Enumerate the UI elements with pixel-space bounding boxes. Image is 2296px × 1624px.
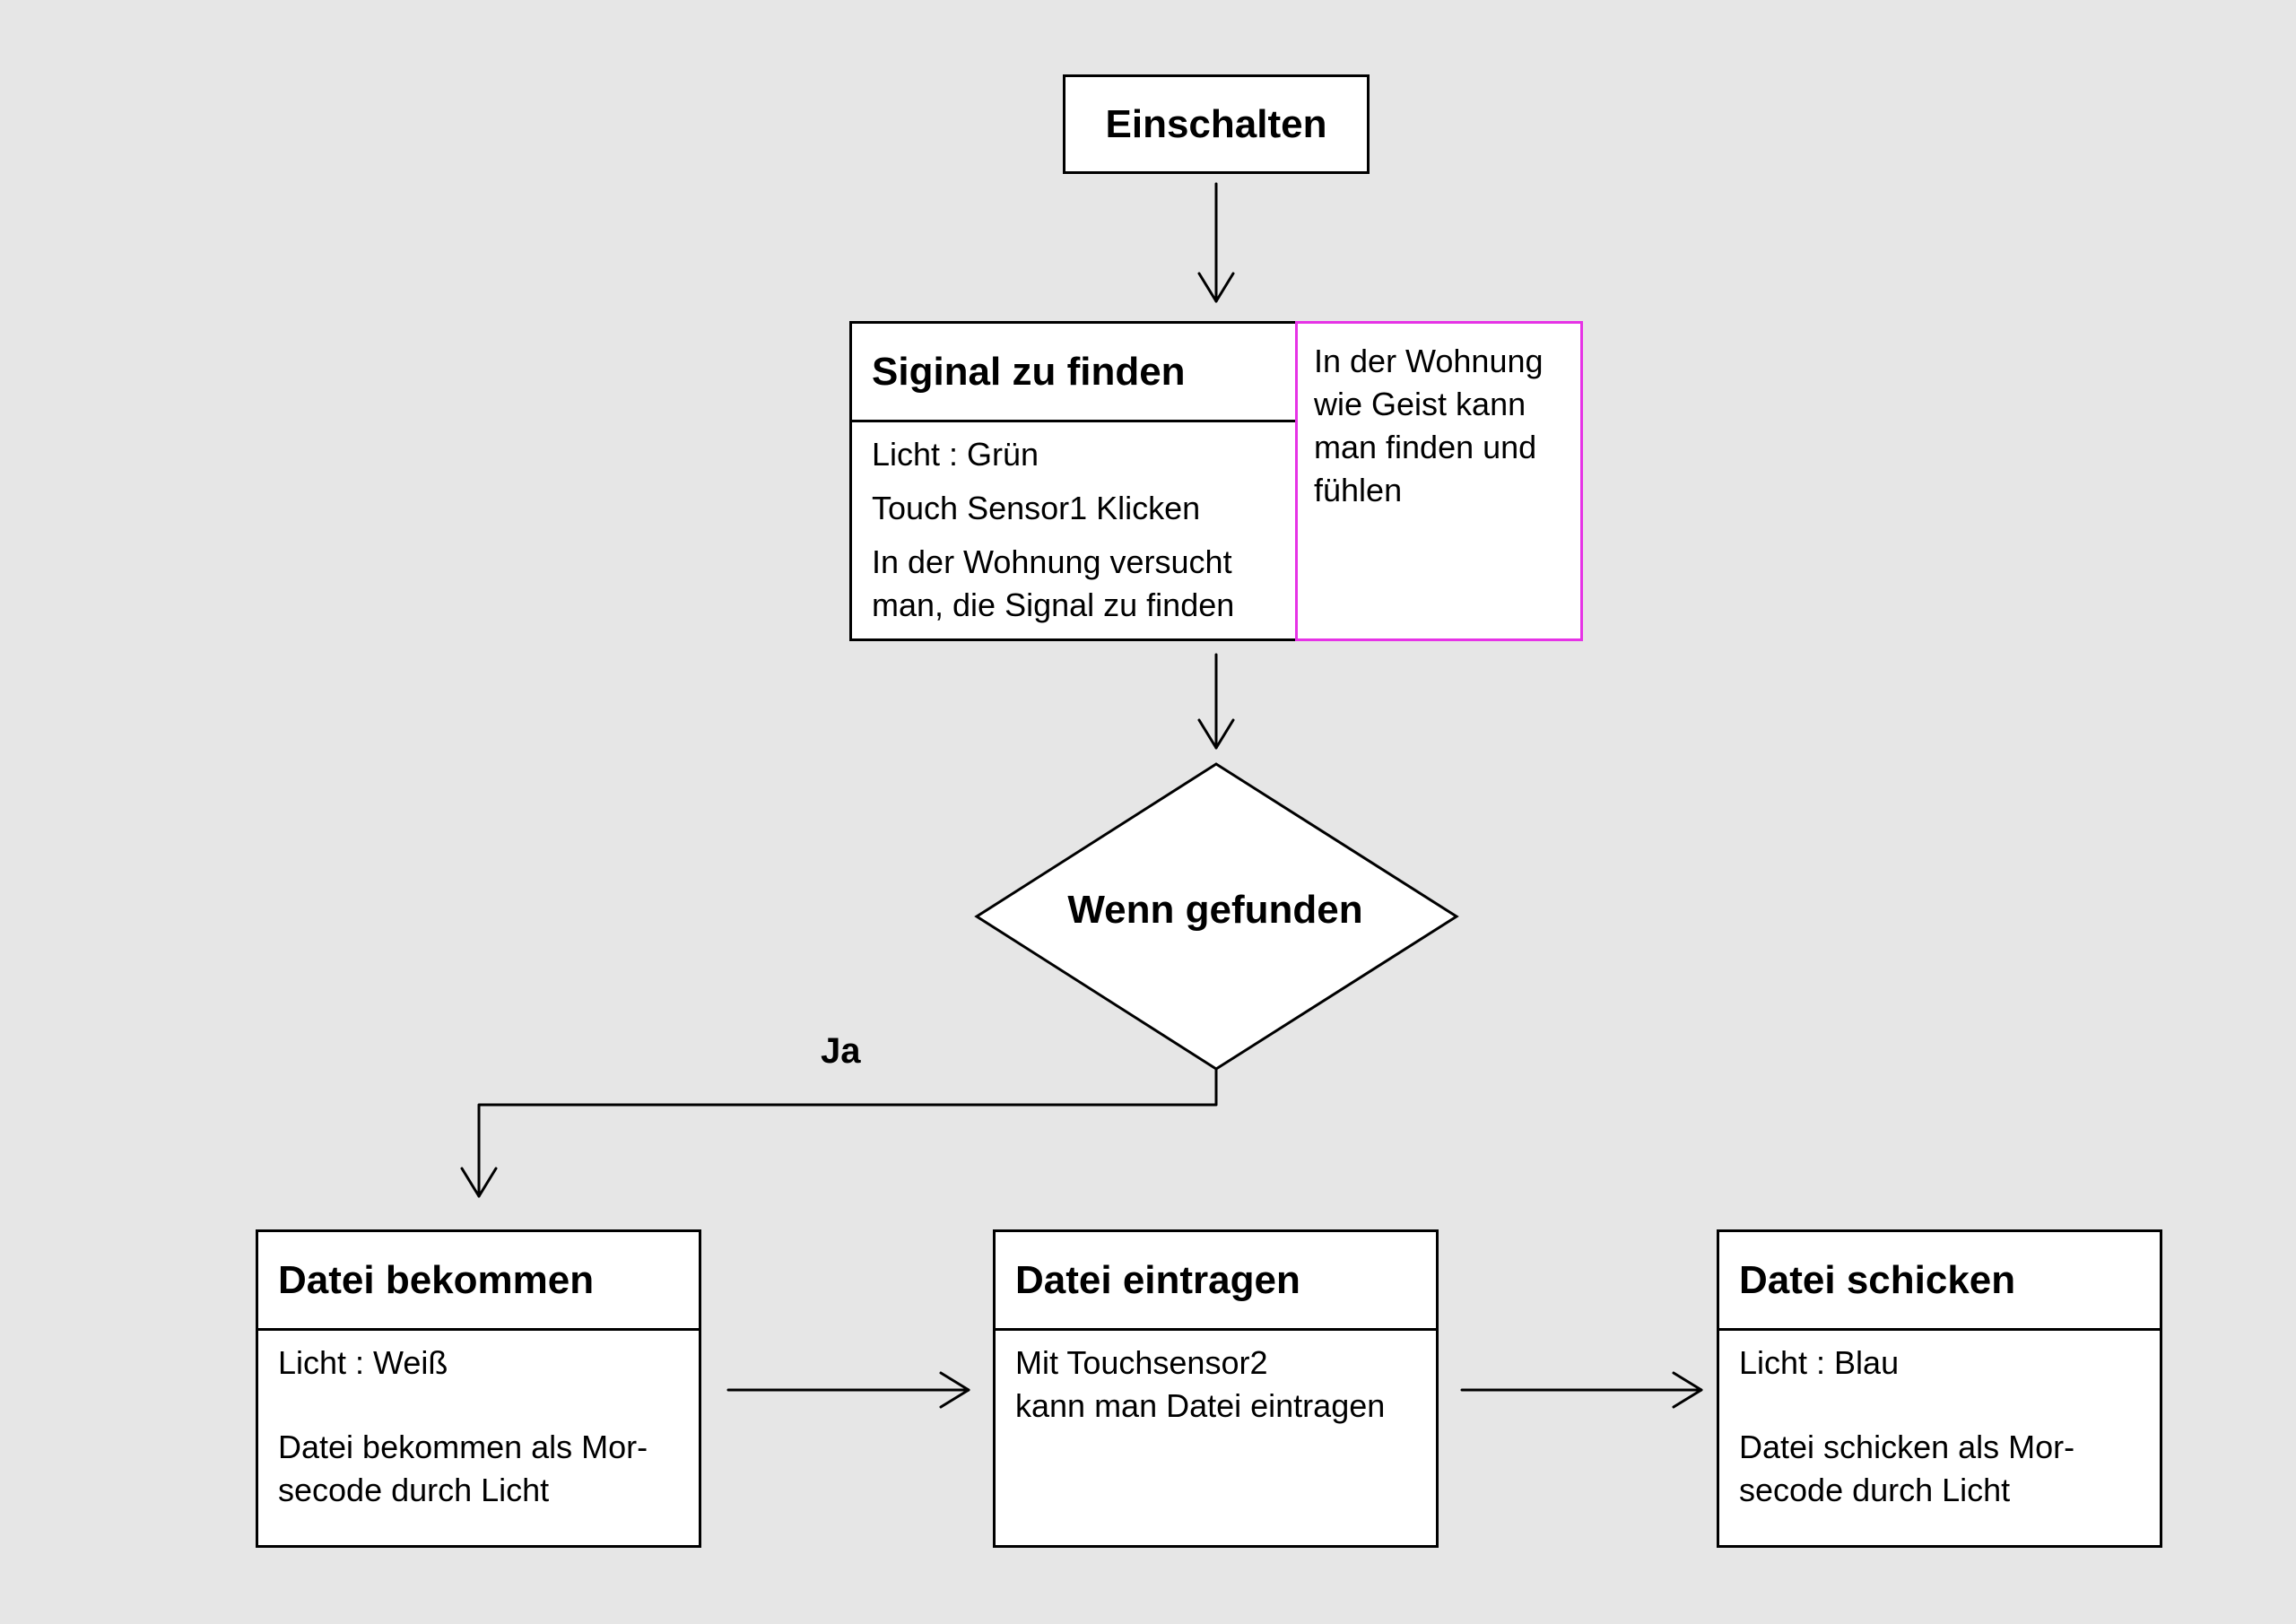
arrowhead-eintragen-to-schicken: [1672, 1371, 1703, 1409]
arrowhead-start-to-signal: [1197, 272, 1235, 303]
step-line: Datei schicken als Mor-: [1739, 1429, 2075, 1465]
decision-diamond: [974, 762, 1459, 1071]
step-body: Mit Touchsensor2 kann man Datei eintrage…: [996, 1331, 1436, 1428]
step-title: Datei bekommen: [258, 1232, 699, 1331]
decision-label: Wenn gefunden: [1067, 888, 1363, 932]
step-line: Licht : Blau: [1739, 1344, 1900, 1381]
signal-title: Siginal zu finden: [852, 324, 1295, 422]
step-line: secode durch Licht: [278, 1472, 550, 1508]
step-box-datei-eintragen: Datei eintragen Mit Touchsensor2 kann ma…: [993, 1229, 1439, 1548]
signal-line: man, die Signal zu finden: [872, 586, 1235, 623]
note-box: In der Wohnung wie Geist kann man finden…: [1295, 321, 1583, 641]
signal-line: In der Wohnung versucht: [872, 543, 1232, 580]
note-line: man finden und: [1314, 429, 1537, 465]
step-line: secode durch Licht: [1739, 1472, 2011, 1508]
step-title: Datei schicken: [1719, 1232, 2160, 1331]
note-line: wie Geist kann: [1314, 386, 1526, 422]
step-line: Mit Touchsensor2: [1015, 1344, 1268, 1381]
arrowhead-decision-to-bekommen: [460, 1167, 498, 1198]
step-box-datei-schicken: Datei schicken Licht : Blau Datei schick…: [1717, 1229, 2162, 1548]
yes-branch-label: Ja: [821, 1031, 861, 1071]
start-box: Einschalten: [1063, 74, 1370, 174]
step-line: kann man Datei eintragen: [1015, 1387, 1386, 1424]
step-body: Licht : Blau Datei schicken als Mor- sec…: [1719, 1331, 2160, 1512]
start-label: Einschalten: [1105, 101, 1327, 146]
signal-line: Touch Sensor1 Klicken: [872, 490, 1201, 526]
step-title: Datei eintragen: [996, 1232, 1436, 1331]
note-line: fühlen: [1314, 472, 1403, 508]
signal-line: Licht : Grün: [872, 436, 1039, 473]
step-body: Licht : Weiß Datei bekommen als Mor- sec…: [258, 1331, 699, 1512]
arrow-decision-to-bekommen: [477, 1067, 1218, 1198]
arrowhead-bekommen-to-eintragen: [939, 1371, 970, 1409]
step-line: Licht : Weiß: [278, 1344, 448, 1381]
signal-box: Siginal zu finden Licht : Grün Touch Sen…: [849, 321, 1298, 641]
signal-body: Licht : Grün Touch Sensor1 Klicken In de…: [852, 422, 1295, 627]
note-line: In der Wohnung: [1314, 343, 1544, 379]
arrowhead-signal-to-decision: [1197, 718, 1235, 750]
step-box-datei-bekommen: Datei bekommen Licht : Weiß Datei bekomm…: [256, 1229, 701, 1548]
step-line: Datei bekommen als Mor-: [278, 1429, 648, 1465]
